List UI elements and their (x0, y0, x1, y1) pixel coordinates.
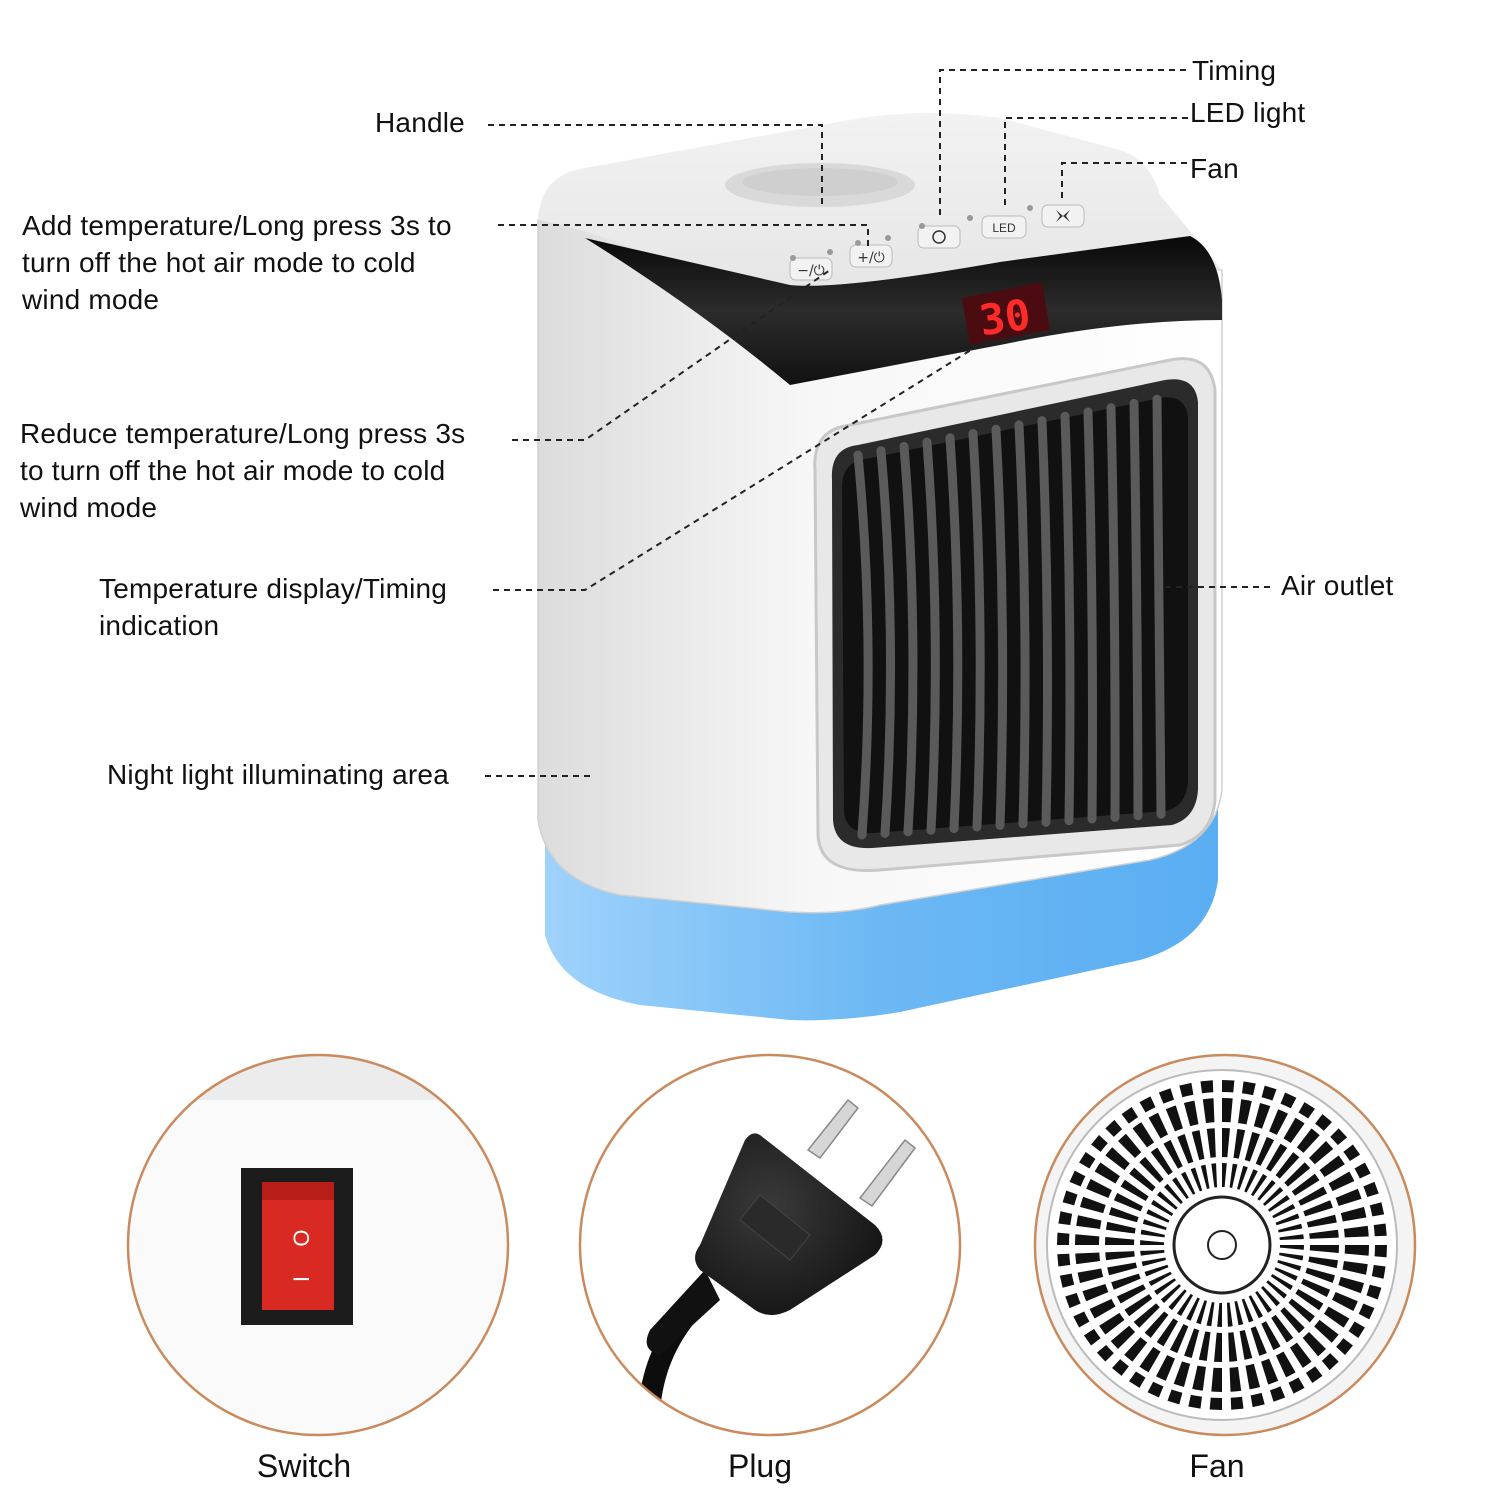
timing-button[interactable] (917, 225, 961, 249)
led-button-label: LED (992, 221, 1016, 235)
fan-rib (1134, 1157, 1310, 1333)
leader-reduce-temperature (512, 269, 831, 441)
plug-prong-left (806, 1098, 860, 1160)
callout-timing: Timing (1192, 55, 1277, 86)
switch-off-mark: O (289, 1229, 314, 1246)
grille-bar (853, 450, 873, 840)
plug-detail (578, 1053, 962, 1437)
callout-fan: Fan (1190, 153, 1239, 184)
switch-on-mark: I (289, 1276, 314, 1282)
timer-icon (932, 230, 946, 244)
leader-handle (488, 124, 823, 205)
fan-rib (1069, 1092, 1375, 1398)
grille-bar (876, 446, 896, 838)
grille-bar (1106, 403, 1120, 822)
caption-switch: Switch (256, 1448, 352, 1484)
grille-bar (1152, 394, 1166, 819)
callout-led-light: LED light (1190, 97, 1306, 128)
led-button[interactable] (981, 215, 1027, 239)
caption-plug: Plug (727, 1448, 793, 1484)
grille-bar (1037, 416, 1053, 827)
leader-timing (939, 69, 1188, 215)
callout-add-temperature: Add temperature/Long press 3s to turn of… (22, 210, 452, 315)
grille-bar (1083, 407, 1097, 824)
grille-bar (945, 433, 963, 834)
plug-prong-right (858, 1138, 917, 1208)
grille-bars (853, 394, 1166, 840)
leader-add-temperature (498, 224, 869, 250)
leader-temperature-display (493, 334, 996, 591)
temperature-display: 30 (962, 282, 1050, 345)
grille-bar (922, 437, 940, 835)
leader-fan (1061, 162, 1188, 198)
caption-fan: Fan (1189, 1448, 1245, 1484)
callout-reduce-temperature: Reduce temperature/Long press 3s to turn… (20, 418, 466, 523)
leader-led-light (1004, 117, 1188, 205)
rocker-switch (262, 1182, 334, 1310)
fan-detail (1033, 1053, 1417, 1437)
display-value: 30 (976, 290, 1033, 346)
plus-button[interactable] (849, 244, 893, 268)
callout-temperature-display: Temperature display/Timing indication (99, 573, 448, 641)
grille-bar (1014, 420, 1030, 829)
fan-rib (1099, 1122, 1345, 1368)
control-buttons: −/⏻ +/⏻ LED (789, 204, 1085, 281)
minus-button[interactable] (789, 257, 833, 281)
callout-air-outlet: Air outlet (1281, 570, 1394, 601)
minus-button-label: −/⏻ (797, 263, 825, 279)
callout-night-light: Night light illuminating area (107, 759, 449, 790)
grille-bar (1060, 411, 1075, 826)
control-band (585, 236, 1222, 385)
plus-button-label: +/⏻ (857, 250, 885, 266)
grille-bar (968, 429, 985, 832)
grille-bar (899, 441, 918, 837)
leader-lines (485, 69, 1275, 777)
grille-bar (1129, 398, 1143, 821)
callout-handle: Handle (375, 107, 465, 138)
air-outlet (813, 357, 1217, 873)
heater-product: −/⏻ +/⏻ LED 30 (537, 113, 1223, 1021)
switch-detail: O I (126, 1053, 510, 1437)
fan-vent-slots (1057, 1080, 1387, 1410)
grille-bar (991, 424, 1008, 830)
fan-icon (1056, 210, 1070, 222)
